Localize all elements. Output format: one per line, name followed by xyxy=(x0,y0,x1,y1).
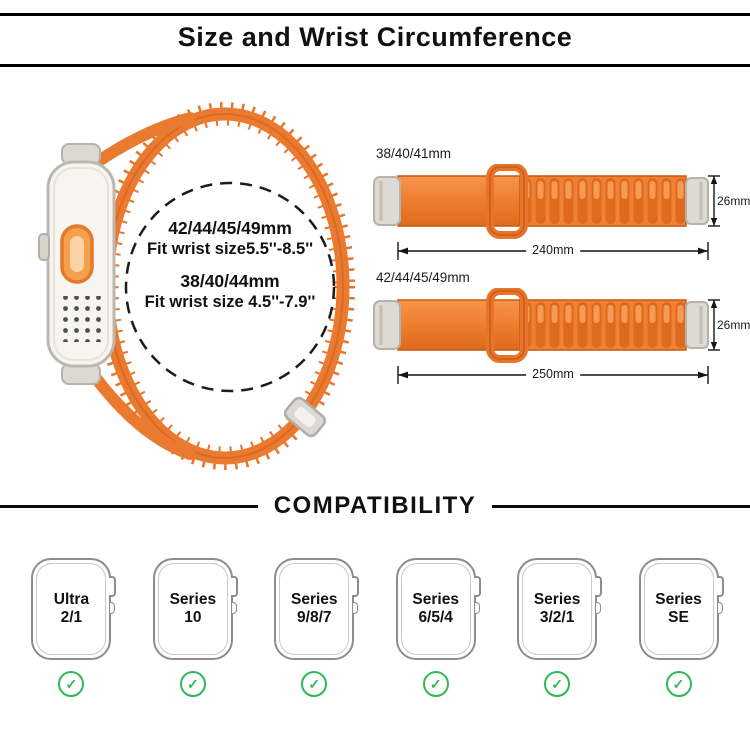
band-size-label: 42/44/45/49mm xyxy=(376,270,470,285)
band-strap xyxy=(397,175,529,227)
watch-outline-icon: Series 3/2/1 xyxy=(517,558,603,660)
watch-side-button-icon xyxy=(474,602,480,614)
band-strap-ribbed xyxy=(519,299,687,351)
model-series-9-8-7: Series 9/8/7 ✓ xyxy=(264,558,364,697)
watch-crown-icon xyxy=(473,576,481,597)
watch-side-button-icon xyxy=(596,602,602,614)
watch-crown-icon xyxy=(352,576,360,597)
model-name: Series 9/8/7 xyxy=(290,590,338,626)
watch-crown-icon xyxy=(716,576,724,597)
watch-side-button-icon xyxy=(717,602,723,614)
watch-bezel xyxy=(36,563,107,655)
top-divider xyxy=(0,13,750,16)
watch-bezel xyxy=(643,563,714,655)
watch-side-button-icon xyxy=(231,602,237,614)
watch-crown-icon xyxy=(109,576,117,597)
watch-crown-icon xyxy=(38,233,50,261)
band-length-label: 250mm xyxy=(526,367,580,381)
check-icon: ✓ xyxy=(422,671,449,697)
band-adapter-right xyxy=(685,177,709,225)
compatible-models-row: Ultra 2/1 ✓ Series 10 ✓ xyxy=(0,558,750,697)
watch-outline-icon: Series 10 xyxy=(152,558,238,660)
band-strap-ribbed xyxy=(519,175,687,227)
size-line-3: 38/40/44mm xyxy=(180,271,280,291)
band-adapter-right xyxy=(685,301,709,349)
title-divider xyxy=(0,64,750,67)
model-name: Series 6/5/4 xyxy=(412,590,459,626)
model-name: Ultra 2/1 xyxy=(53,590,90,626)
band-diagram-38-40-41: 38/40/41mm xyxy=(368,146,750,278)
model-name: Series 3/2/1 xyxy=(533,590,581,626)
size-line-4: Fit wrist size 4.5''-7.9'' xyxy=(144,293,316,311)
watch-bezel xyxy=(400,563,471,655)
model-name: Series 10 xyxy=(169,590,217,626)
band-length-label: 240mm xyxy=(526,243,580,257)
band-width-label: 26mm xyxy=(717,194,750,208)
model-series-se: Series SE ✓ xyxy=(629,558,729,697)
band-strap xyxy=(397,299,529,351)
watch-bezel xyxy=(157,563,228,655)
page-title: Size and Wrist Circumference xyxy=(177,22,573,52)
band-adjuster-icon xyxy=(283,396,327,438)
band-graphic xyxy=(373,288,720,384)
heading-line-right xyxy=(492,504,750,508)
model-series-6-5-4: Series 6/5/4 ✓ xyxy=(386,558,486,697)
watch-bezel xyxy=(522,563,593,655)
watch-outline-icon: Series 9/8/7 xyxy=(274,558,360,660)
size-info: 42/44/45/49mm Fit wrist size5.5''-8.5'' … xyxy=(105,218,355,312)
model-series-10: Series 10 ✓ xyxy=(143,558,243,697)
check-icon: ✓ xyxy=(301,671,328,697)
watch-outline-icon: Series 6/5/4 xyxy=(395,558,481,660)
band-graphic xyxy=(373,164,720,260)
compatibility-heading-row: COMPATIBILITY xyxy=(0,492,750,520)
watch-crown-icon xyxy=(230,576,238,597)
band-adapter-left xyxy=(373,300,401,350)
model-name: Series SE xyxy=(655,590,702,626)
model-series-3-2-1: Series 3/2/1 ✓ xyxy=(507,558,607,697)
band-size-label: 38/40/41mm xyxy=(376,146,452,161)
check-icon: ✓ xyxy=(179,671,206,697)
watch-loop-graphic xyxy=(38,102,355,470)
size-line-1: 42/44/45/49mm xyxy=(168,218,292,238)
check-icon: ✓ xyxy=(544,671,571,697)
size-line-2: Fit wrist size5.5''-8.5'' xyxy=(146,240,314,258)
band-diagram-42-44-45-49: 42/44/45/49mm xyxy=(368,270,750,402)
speaker-grille-icon xyxy=(60,296,102,342)
watch-side-button-icon xyxy=(353,602,359,614)
watch-outline-icon: Ultra 2/1 xyxy=(31,558,117,660)
compatibility-heading: COMPATIBILITY xyxy=(273,492,477,519)
watch-outline-icon: Series SE xyxy=(638,558,724,660)
model-ultra-2-1: Ultra 2/1 ✓ xyxy=(21,558,121,697)
watch-bezel xyxy=(279,563,350,655)
watch-side-button-icon xyxy=(110,602,116,614)
band-adapter-left xyxy=(373,176,401,226)
band-loop-scallop-outer xyxy=(95,102,355,470)
watch-crown-icon xyxy=(595,576,603,597)
watch-band-illustration: 42/44/45/49mm Fit wrist size5.5''-8.5'' … xyxy=(28,84,380,488)
heading-line-left xyxy=(0,504,258,508)
band-width-label: 26mm xyxy=(717,318,750,332)
check-icon: ✓ xyxy=(58,671,85,697)
size-info-circle xyxy=(124,181,336,393)
check-icon: ✓ xyxy=(665,671,692,697)
